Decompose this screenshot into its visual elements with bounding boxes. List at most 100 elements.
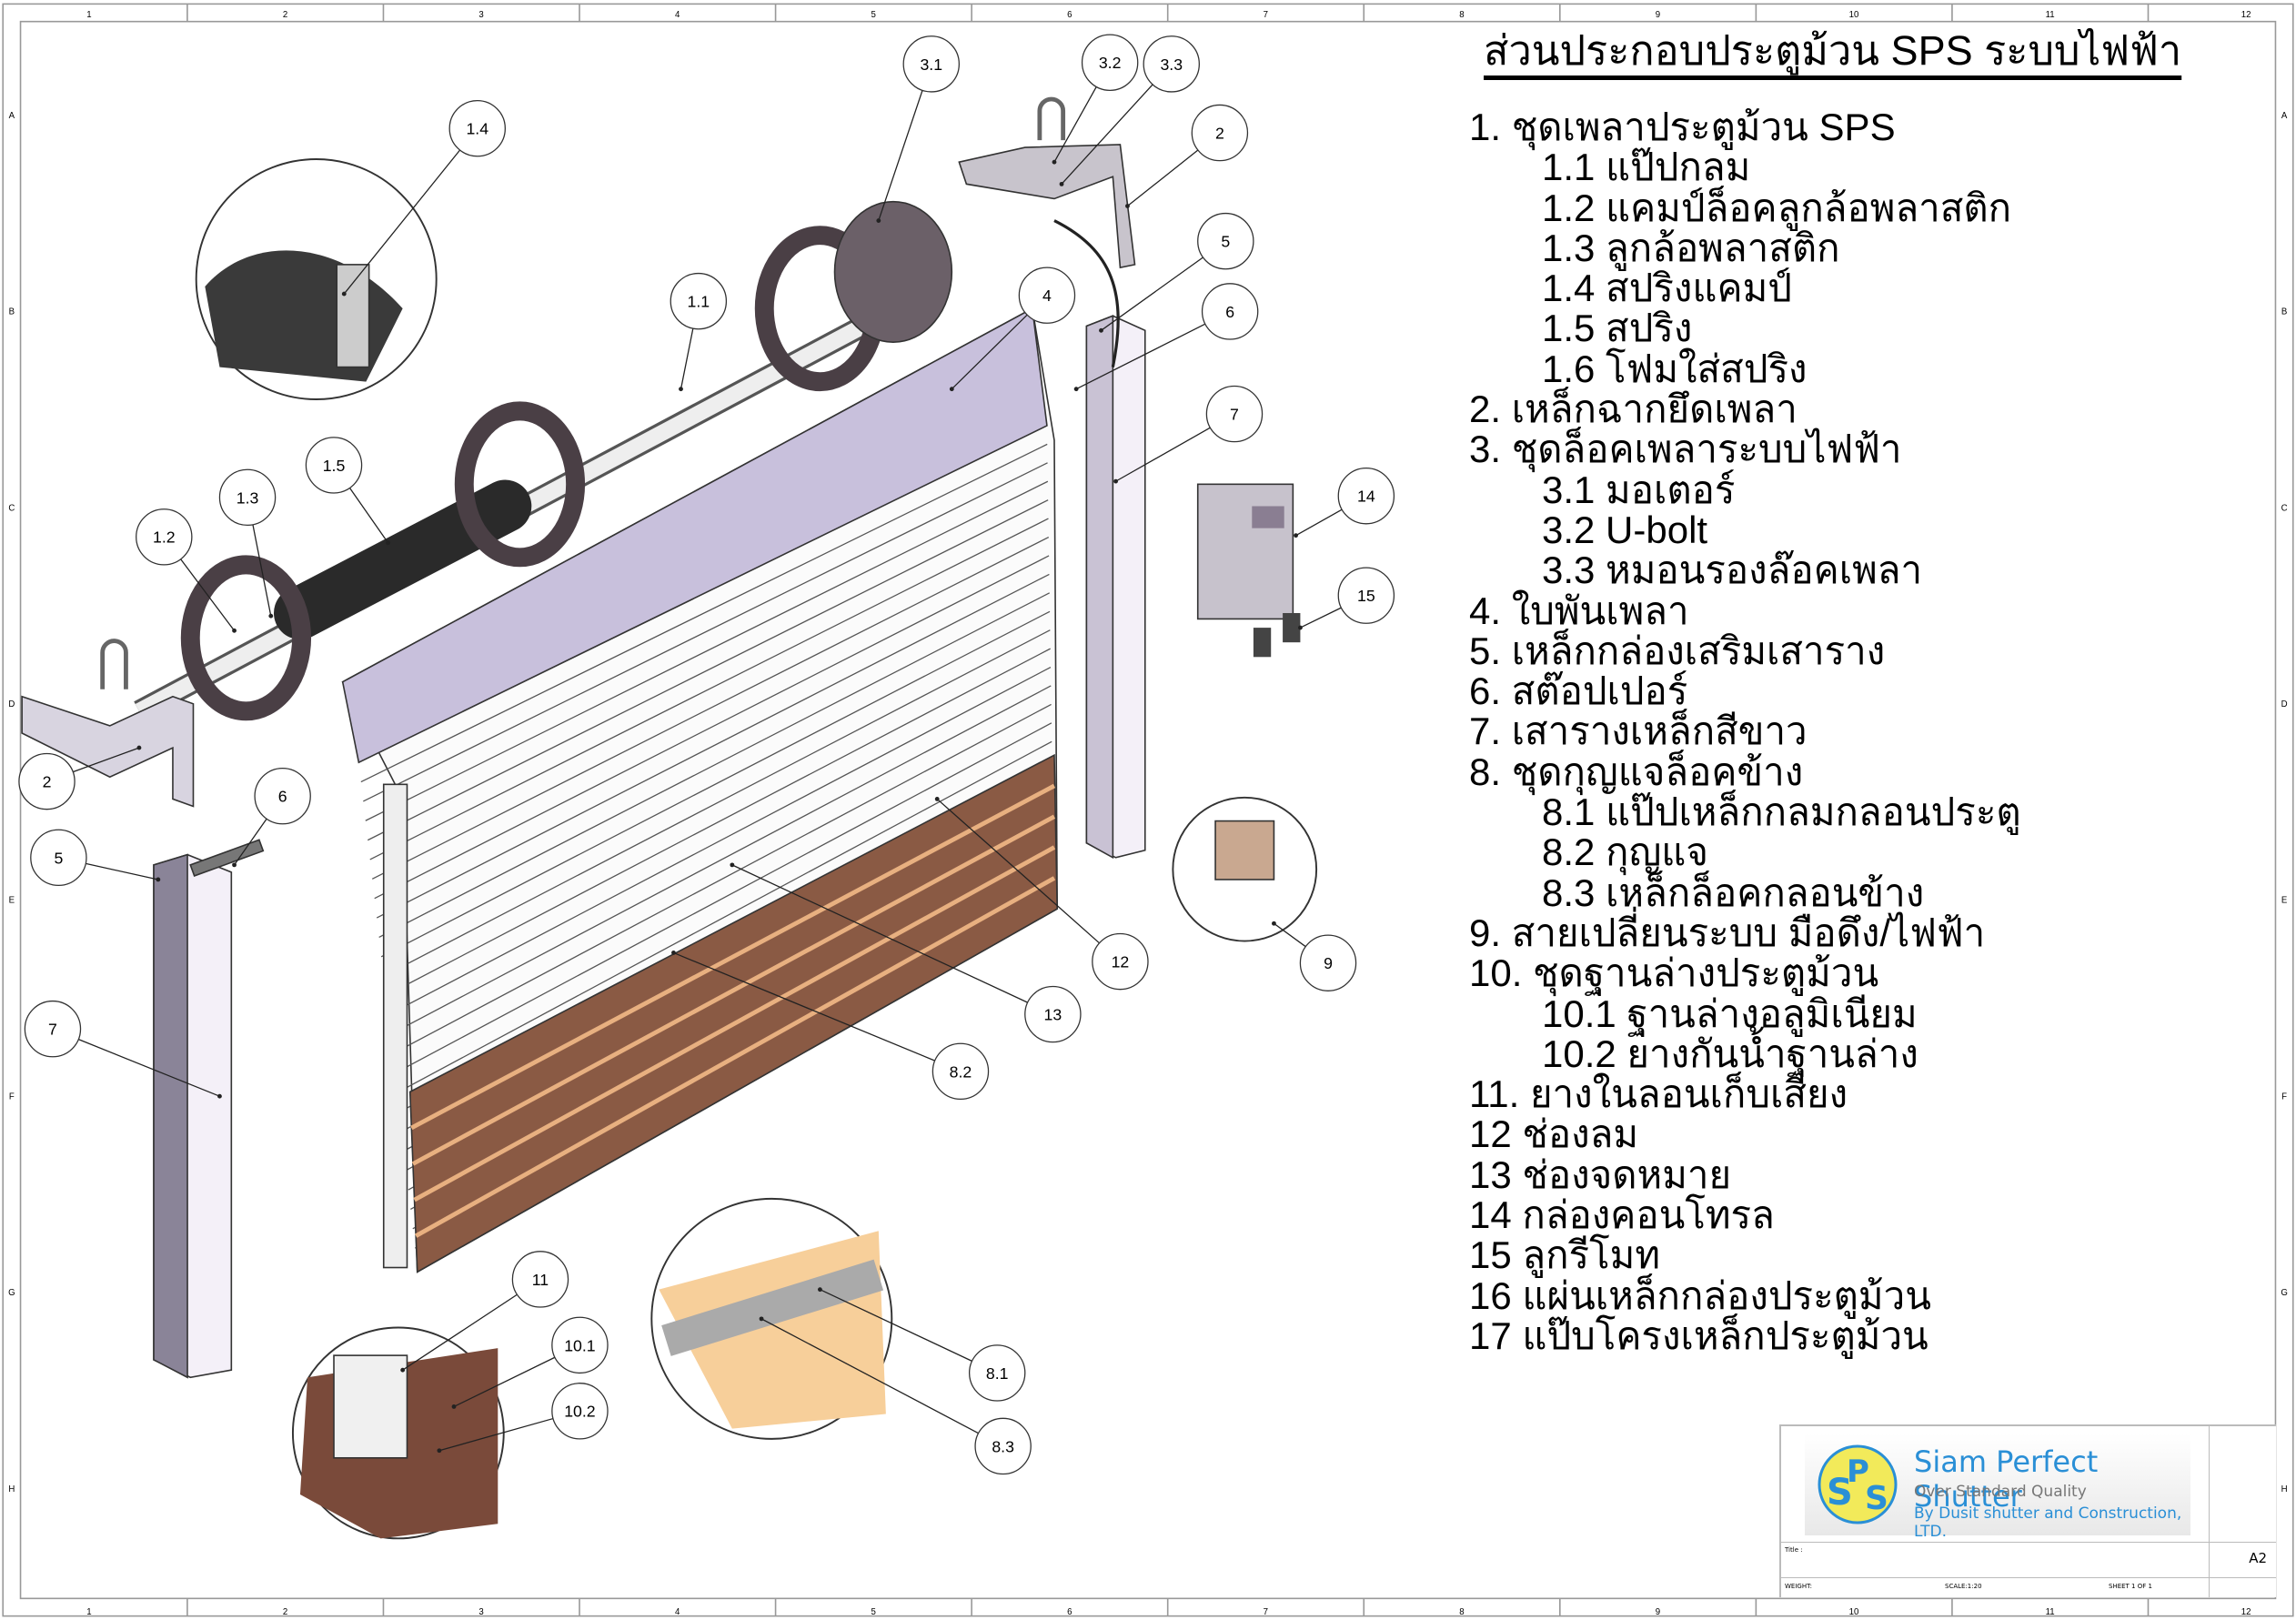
leader-line: [78, 1038, 220, 1097]
legend-item: 8. ชุดกุญแจล็อคข้าง: [1469, 750, 1804, 793]
ruler-column-label: 9: [1656, 1607, 1660, 1617]
legend-item: 10.2 ยางกันน้ำฐานล่าง: [1542, 1031, 1918, 1075]
legend-title: ส่วนประกอบประตูม้วน SPS ระบบไฟฟ้า: [1484, 27, 2182, 74]
leader-line: [731, 864, 1028, 1003]
callout-label: 12: [1112, 953, 1130, 971]
left-bracket: [21, 695, 195, 808]
callout-label: 7: [48, 1021, 57, 1039]
legend-item: 9. สายเปลี่ยนระบบ มือดึง/ไฟฟ้า: [1469, 911, 1986, 954]
ruler-column-label: 2: [283, 1607, 287, 1617]
callout-bubble: [136, 508, 193, 566]
remote: [1253, 628, 1272, 658]
callout-bubble: [968, 1344, 1026, 1402]
legend-item: 8.1 แป๊ปเหล็กกลมกลอนประตู: [1542, 790, 2021, 834]
callout-bubble: [974, 1417, 1032, 1475]
company-name: Siam Perfect Shutter: [1914, 1444, 2099, 1514]
callout-label: 13: [1044, 1005, 1062, 1023]
ruler-column-label: 1: [86, 1607, 91, 1617]
leader-line: [86, 862, 158, 880]
callout-label: 2: [43, 773, 52, 791]
ruler-column-label: 7: [1264, 10, 1268, 20]
callout-bubble: [1143, 35, 1200, 93]
callout-bubble: [30, 829, 87, 887]
legend-item: 11. ยางในลอนเก็บเสียง: [1469, 1072, 1848, 1116]
callout-bubble: [218, 468, 277, 527]
callout-bubble: [305, 437, 363, 494]
callout-label: 5: [1221, 233, 1230, 251]
ruler-column-label: 5: [871, 1607, 876, 1617]
leader-line: [453, 1356, 556, 1408]
callout-label: 8.3: [992, 1437, 1014, 1455]
legend-item: 10. ชุดฐานล่างประตูม้วน: [1469, 951, 1879, 995]
ruler-row-label: C: [8, 503, 15, 513]
ruler-row-label: G: [2281, 1288, 2288, 1298]
ruler-column-label: 6: [1067, 10, 1072, 20]
legend-item: 7. เสารางเหล็กสีขาว: [1469, 709, 1808, 753]
callout-label: 3.1: [920, 55, 942, 74]
leader-line: [343, 149, 461, 295]
ruler-column-label: 12: [2241, 1607, 2251, 1617]
legend-item: 8.2 กุญแจ: [1542, 830, 1708, 874]
callout-bubble: [1018, 267, 1076, 324]
ruler-row-label: F: [9, 1092, 15, 1102]
callout-label: 1.5: [323, 457, 346, 475]
ruler-row-label: C: [2281, 503, 2288, 513]
ruler-column-label: 4: [675, 1607, 680, 1617]
weight-label: WEIGHT:: [1785, 1583, 1812, 1590]
callout-bubble: [24, 1000, 82, 1058]
legend-item: 8.3 เหล็กล็อคกลอนข้าง: [1542, 870, 1925, 914]
callout-label: 3.2: [1099, 54, 1122, 72]
ruler-row-label: A: [2281, 111, 2288, 121]
callout-bubble: [1201, 283, 1259, 340]
leader-line: [252, 524, 272, 617]
title-label: Title :: [1785, 1546, 1803, 1554]
company-tagline: Over Standard Quality: [1914, 1483, 2087, 1501]
legend-item: 10.1 ฐานล่างอลูมิเนียม: [1542, 991, 1918, 1035]
legend-item: 1.1 แป๊ปกลม: [1542, 146, 1751, 189]
legend-item: 1.4 สปริงแคมป์: [1542, 267, 1792, 310]
leader-line: [680, 327, 694, 389]
legend-item: 3.2 U-bolt: [1542, 508, 1708, 551]
legend-item: 1.5 สปริง: [1542, 307, 1693, 350]
leader-line: [1053, 86, 1097, 163]
ruler-column-label: 11: [2046, 10, 2055, 20]
leader-line: [820, 1289, 972, 1362]
callout-label: 9: [1324, 954, 1333, 972]
callout-bubble: [902, 35, 960, 93]
callout-label: 1.2: [153, 528, 176, 547]
ruler-column-label: 10: [1849, 1607, 1859, 1617]
leader-line: [1101, 257, 1203, 331]
ruler-row-label: G: [8, 1288, 15, 1298]
callout-bubble: [1081, 34, 1139, 91]
legend-item: 5. เหล็กกล่องเสริมเสาราง: [1469, 629, 1886, 672]
ruler-column-label: 7: [1264, 1607, 1268, 1617]
sheet-size: A2: [2249, 1550, 2267, 1566]
legend-item: 1.2 แคมป์ล็อคลูกล้อพลาสติก: [1542, 186, 2012, 229]
leader-line: [402, 1293, 518, 1371]
callout-label: 6: [1225, 303, 1234, 321]
legend-item: 14 กล่องคอนโทรล: [1469, 1193, 1775, 1237]
leader-line: [936, 798, 1100, 944]
ruler-row-label: H: [8, 1484, 15, 1494]
company-logo: S P S Siam Perfect Shutter Over Standard…: [1805, 1434, 2190, 1541]
right-bracket: [958, 144, 1136, 269]
callout-label: 10.2: [564, 1403, 595, 1421]
callout-label: 6: [278, 788, 287, 806]
legend-item: 2. เหล็กฉากยึดเพลา: [1469, 387, 1798, 431]
callout-bubble: [551, 1316, 609, 1374]
leader-line: [760, 1318, 979, 1434]
leader-line: [1115, 427, 1211, 482]
leader-line: [73, 747, 140, 773]
ruler-column-label: 6: [1067, 1607, 1072, 1617]
ruler-column-label: 3: [478, 10, 483, 20]
legend-item: 3.3 หมอนรองล๊อคเพลา: [1542, 548, 1923, 592]
callout-label: 5: [54, 849, 63, 867]
ruler-column-label: 11: [2046, 1607, 2055, 1617]
leader-line: [438, 1417, 554, 1452]
callout-bubble: [18, 752, 76, 810]
legend-item: 6. สต๊อปเปอร์: [1469, 669, 1688, 713]
ruler-row-label: D: [8, 699, 15, 709]
